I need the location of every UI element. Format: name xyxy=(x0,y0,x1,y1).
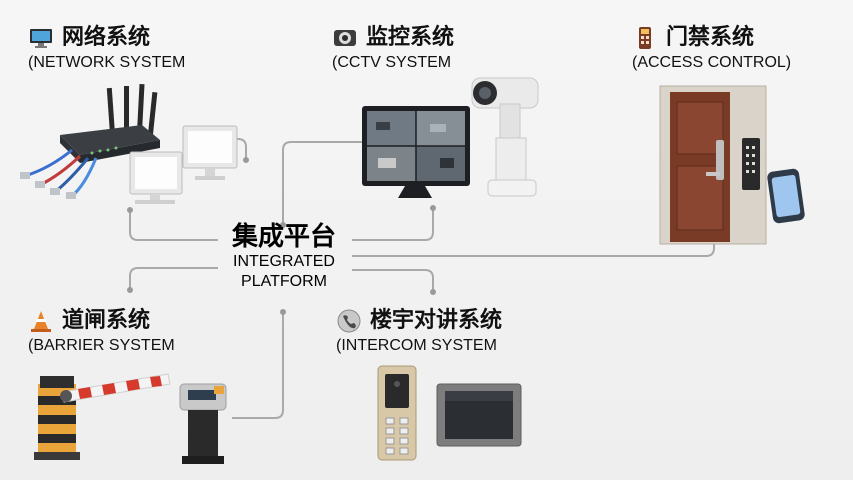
barrier-system-label: 道闸系统 (BARRIER SYSTEM xyxy=(28,309,175,355)
barrier-title-en: (BARRIER SYSTEM xyxy=(28,337,175,354)
camera-icon xyxy=(334,30,356,46)
line-to-network xyxy=(129,210,218,241)
line-to-barrier xyxy=(129,267,218,290)
cctv-camera xyxy=(471,77,539,197)
network-title-en: (NETWORK SYSTEM xyxy=(28,54,186,71)
access-title-en: (ACCESS CONTROL) xyxy=(632,54,792,71)
access-control-label: 门禁系统 (ACCESS CONTROL) xyxy=(632,26,791,72)
monitor-icon xyxy=(30,29,52,48)
intercom-title-en: (INTERCOM SYSTEM xyxy=(336,337,497,354)
traffic-cone-icon xyxy=(31,311,51,332)
connector-lines xyxy=(129,138,715,419)
intercom-system-label: 楼宇对讲系统 (INTERCOM SYSTEM xyxy=(336,309,502,355)
barrier-gate xyxy=(34,373,171,460)
intercom-phone-icon xyxy=(337,309,361,333)
line-to-access xyxy=(352,238,715,257)
line-to-cctv xyxy=(352,208,434,241)
access-door xyxy=(659,85,805,245)
platform-title-en-1: INTEGRATED xyxy=(233,253,335,270)
platform-title-en-2: PLATFORM xyxy=(241,273,327,290)
cctv-title-zh: 监控系统 xyxy=(366,25,455,50)
intercom-door-panel xyxy=(377,365,417,461)
line-network-hub xyxy=(184,138,247,160)
intercom-indoor-monitor xyxy=(436,383,522,447)
router-device xyxy=(60,83,160,163)
monitor-front xyxy=(129,151,183,204)
network-system-label: 网络系统 (NETWORK SYSTEM xyxy=(28,26,185,72)
line-to-intercom xyxy=(352,269,434,292)
keypad-icon xyxy=(639,27,651,49)
intercom-title-zh: 楼宇对讲系统 xyxy=(370,308,503,333)
cctv-title-en: (CCTV SYSTEM xyxy=(332,54,452,71)
barrier-title-zh: 道闸系统 xyxy=(62,308,151,333)
access-title-zh: 门禁系统 xyxy=(666,25,755,50)
platform-title-zh: 集成平台 xyxy=(231,222,336,252)
monitor-back xyxy=(182,125,238,180)
network-title-zh: 网络系统 xyxy=(62,25,151,50)
cctv-monitor xyxy=(362,106,470,198)
cctv-system-label: 监控系统 (CCTV SYSTEM xyxy=(332,26,454,72)
line-cctv-hub xyxy=(282,141,362,225)
ticket-terminal xyxy=(179,383,227,464)
integrated-platform-label: 集成平台 INTEGRATED PLATFORM xyxy=(208,222,360,292)
line-barrier-hub xyxy=(232,312,284,419)
